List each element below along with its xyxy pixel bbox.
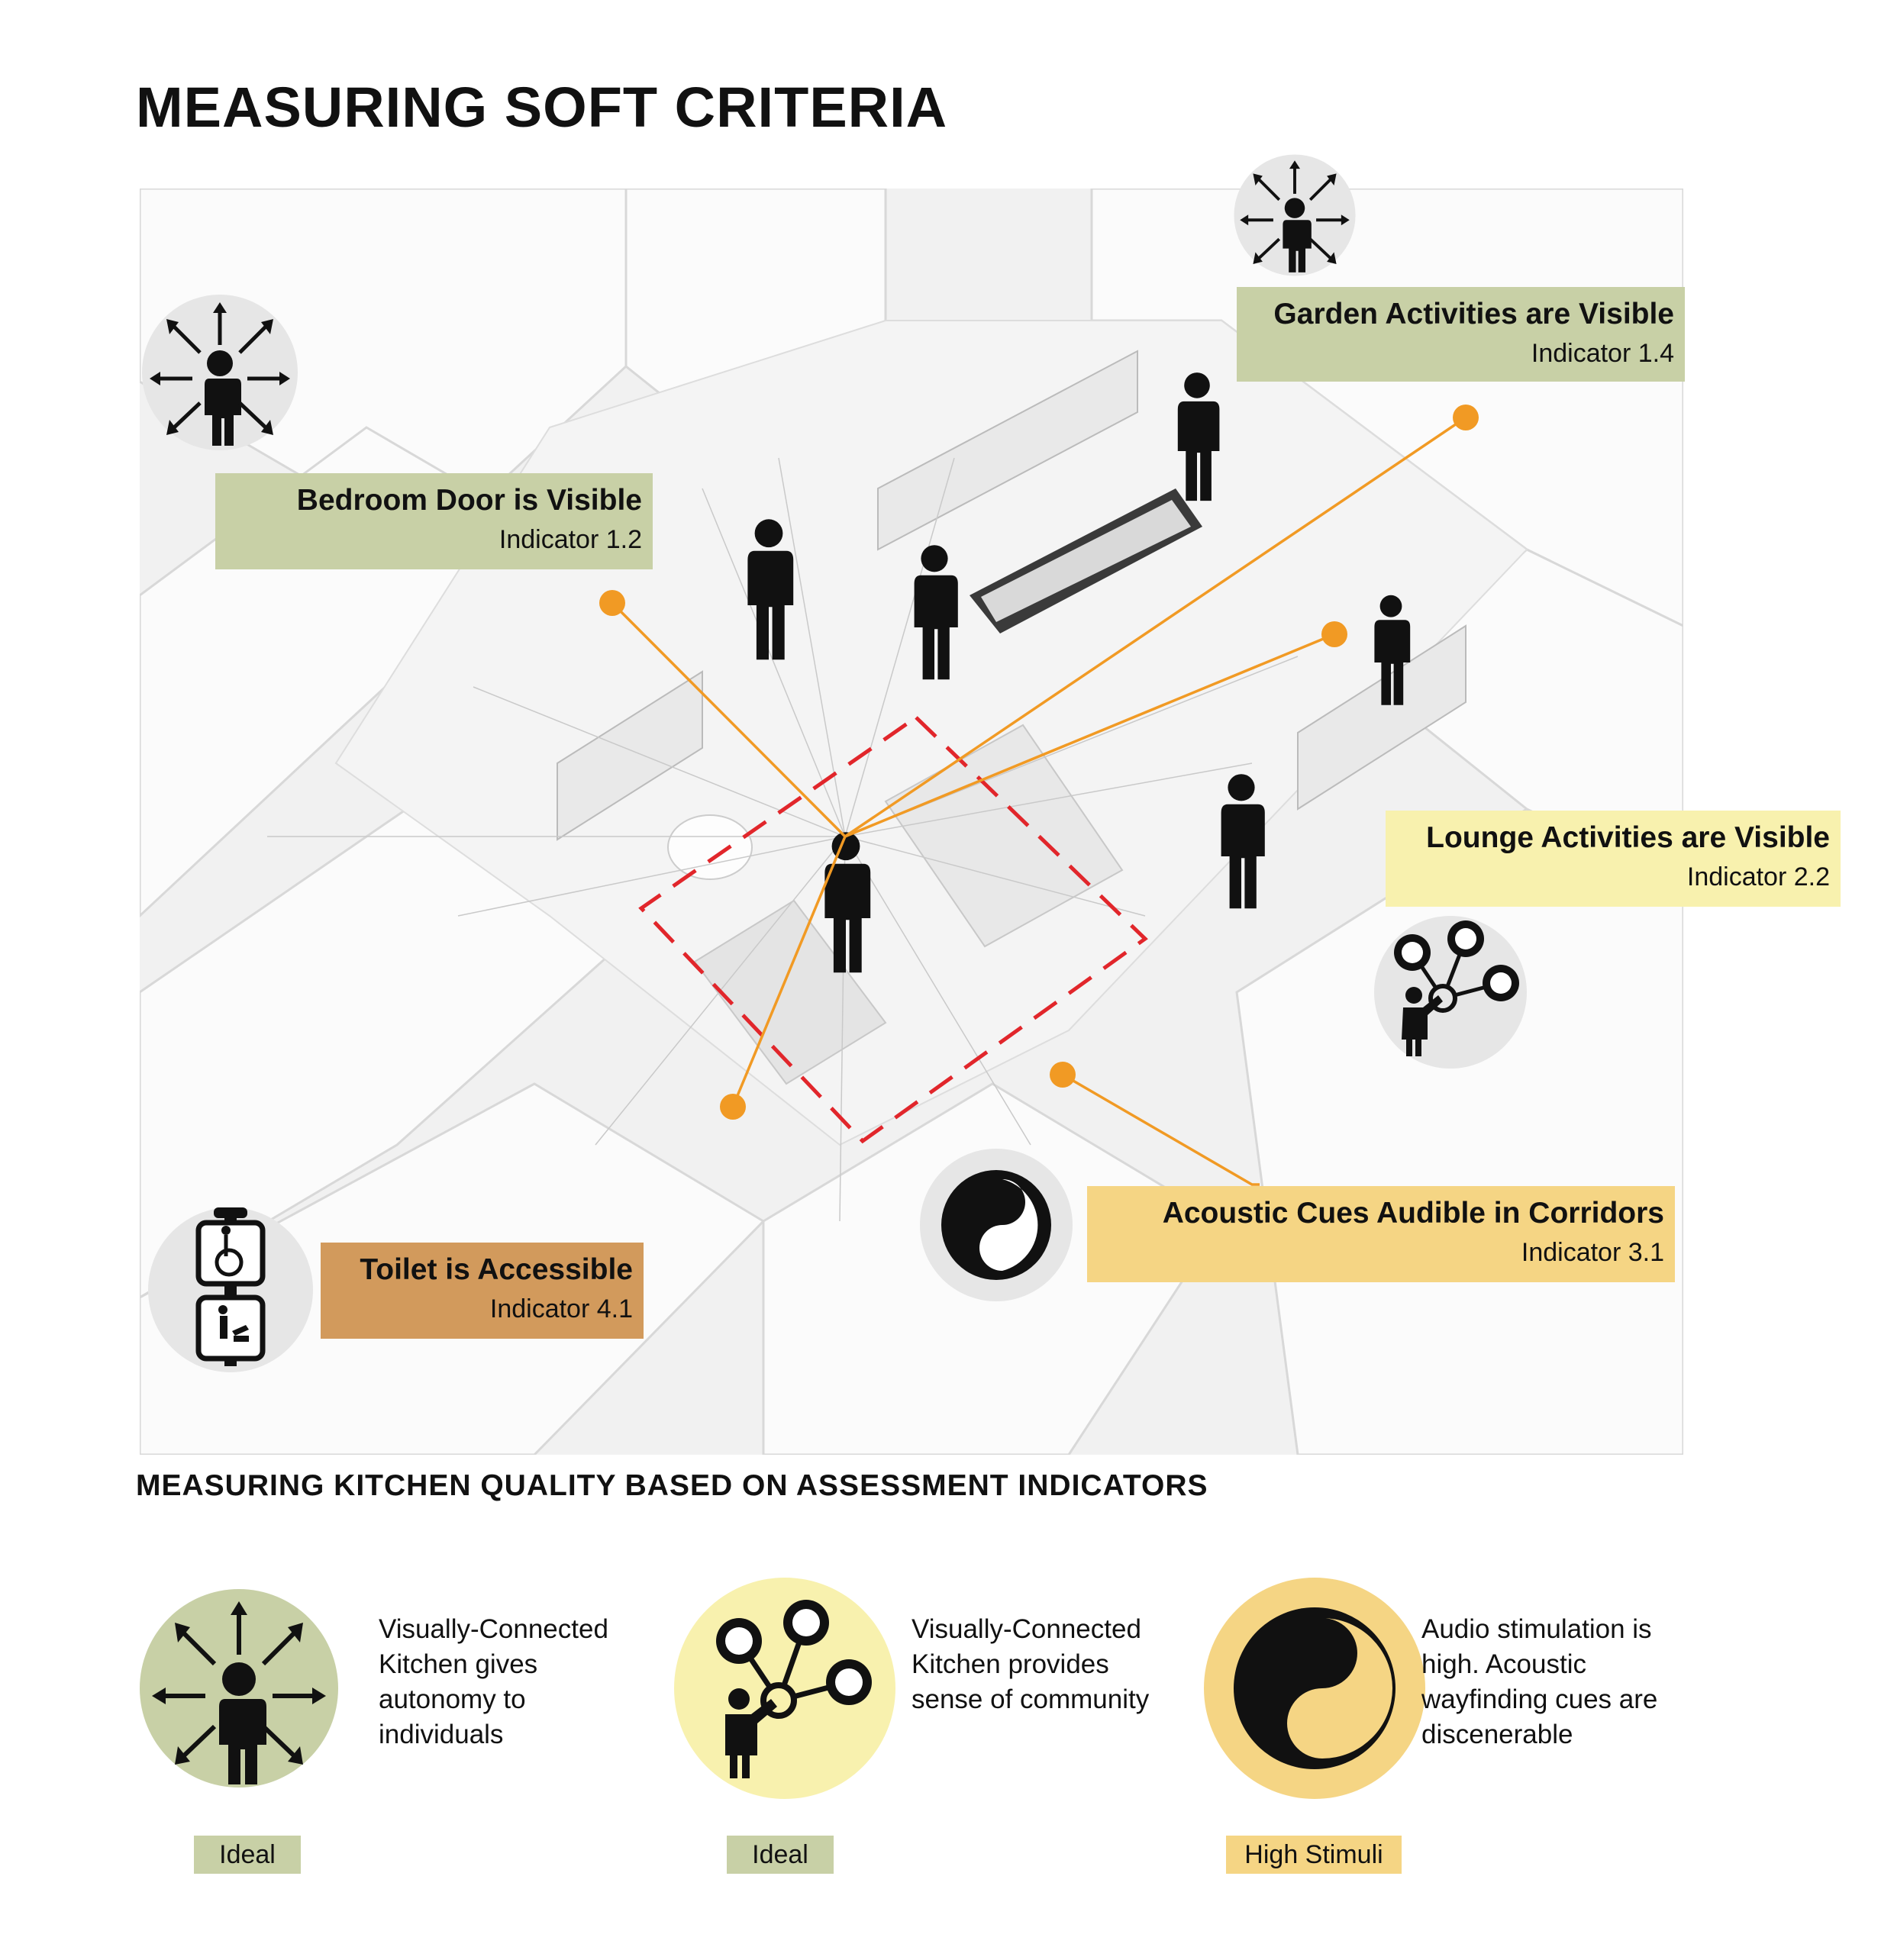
label-title: Toilet is Accessible [360, 1253, 633, 1286]
legend-audio-icon [1204, 1578, 1425, 1799]
label-lounge-activities: Lounge Activities are Visible Indicator … [1386, 811, 1841, 907]
kitchen-boundary [638, 714, 1148, 1144]
label-indicator: Indicator 4.1 [489, 1294, 633, 1323]
legend-community-icon [674, 1578, 895, 1799]
indicator-dots [599, 405, 1479, 1120]
label-title: Lounge Activities are Visible [1426, 821, 1830, 854]
label-indicator: Indicator 1.2 [499, 525, 642, 554]
legend-autonomy-icon [140, 1589, 338, 1788]
label-bedroom-door: Bedroom Door is Visible Indicator 1.2 [215, 473, 653, 569]
autonomy-icon [1234, 154, 1356, 276]
label-indicator: Indicator 2.2 [1686, 862, 1830, 891]
autonomy-icon [142, 295, 298, 450]
legend-text-autonomy: Visually-Connected Kitchen gives autonom… [379, 1614, 608, 1749]
section-title: MEASURING KITCHEN QUALITY BASED ON ASSES… [136, 1469, 1208, 1502]
status-badge: High Stimuli [1226, 1836, 1402, 1874]
community-icon [1374, 916, 1527, 1069]
label-title: Garden Activities are Visible [1273, 298, 1674, 330]
indicator-connectors [611, 416, 1466, 1186]
legend-text-community: Visually-Connected Kitchen provides sens… [912, 1614, 1150, 1714]
status-badge: Ideal [194, 1836, 301, 1874]
page-title: MEASURING SOFT CRITERIA [136, 76, 948, 139]
audio-icon [920, 1149, 1073, 1301]
label-indicator: Indicator 1.4 [1531, 339, 1674, 368]
label-title: Bedroom Door is Visible [296, 484, 642, 517]
label-garden-activities: Garden Activities are Visible Indicator … [1237, 287, 1685, 382]
accessible-toilet-icon [148, 1207, 313, 1372]
label-acoustic-cues: Acoustic Cues Audible in Corridors Indic… [1087, 1186, 1675, 1282]
legend-text-audio: Audio stimulation is high. Acoustic wayf… [1421, 1614, 1658, 1749]
status-badge: Ideal [727, 1836, 834, 1874]
label-indicator: Indicator 3.1 [1521, 1238, 1664, 1267]
label-title: Acoustic Cues Audible in Corridors [1162, 1197, 1664, 1230]
label-toilet-accessible: Toilet is Accessible Indicator 4.1 [321, 1243, 644, 1339]
